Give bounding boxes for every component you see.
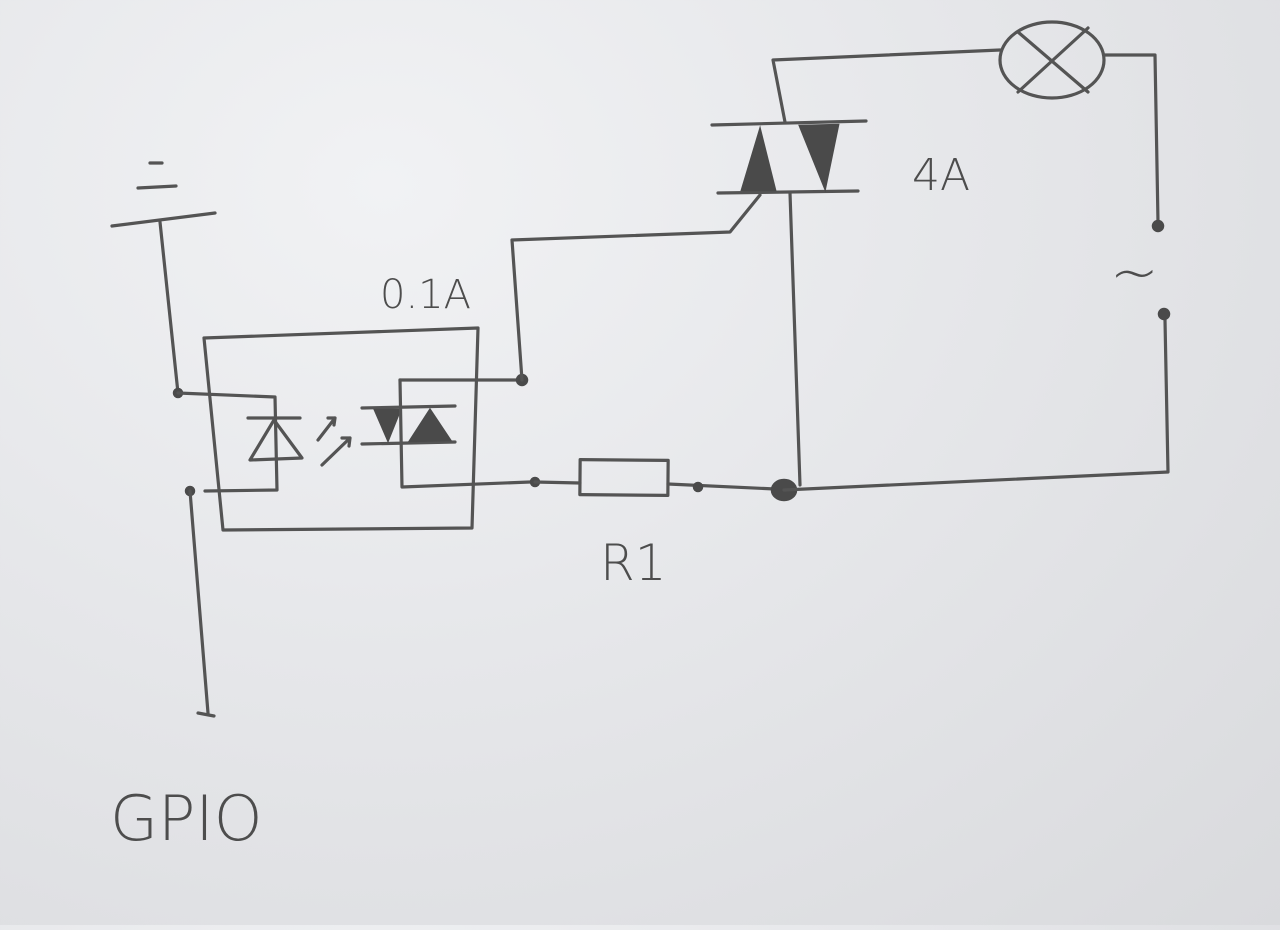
triac (710, 48, 1002, 487)
label-0-1a: 0.1A (380, 272, 471, 318)
wire-gpio (188, 489, 210, 715)
junction-node (692, 481, 704, 493)
wire-led-anode (176, 391, 279, 493)
ac-source-symbol: ~ (1110, 238, 1159, 306)
lamp (998, 20, 1160, 224)
wire-gate (510, 193, 762, 382)
led-diode (246, 416, 304, 462)
gpio-terminal (196, 711, 216, 718)
resistor-r1 (533, 458, 777, 497)
ac-terminal (1151, 219, 1165, 233)
light-arrows-icon (316, 416, 352, 467)
ground-symbol (110, 161, 217, 395)
opto-triac (360, 378, 532, 489)
label-gpio: GPIO (110, 782, 263, 855)
optocoupler (202, 326, 532, 532)
label-r1: R1 (600, 534, 667, 592)
ac-terminal (1157, 307, 1171, 321)
label-4a: 4A (912, 150, 970, 201)
wire-return (782, 318, 1170, 492)
